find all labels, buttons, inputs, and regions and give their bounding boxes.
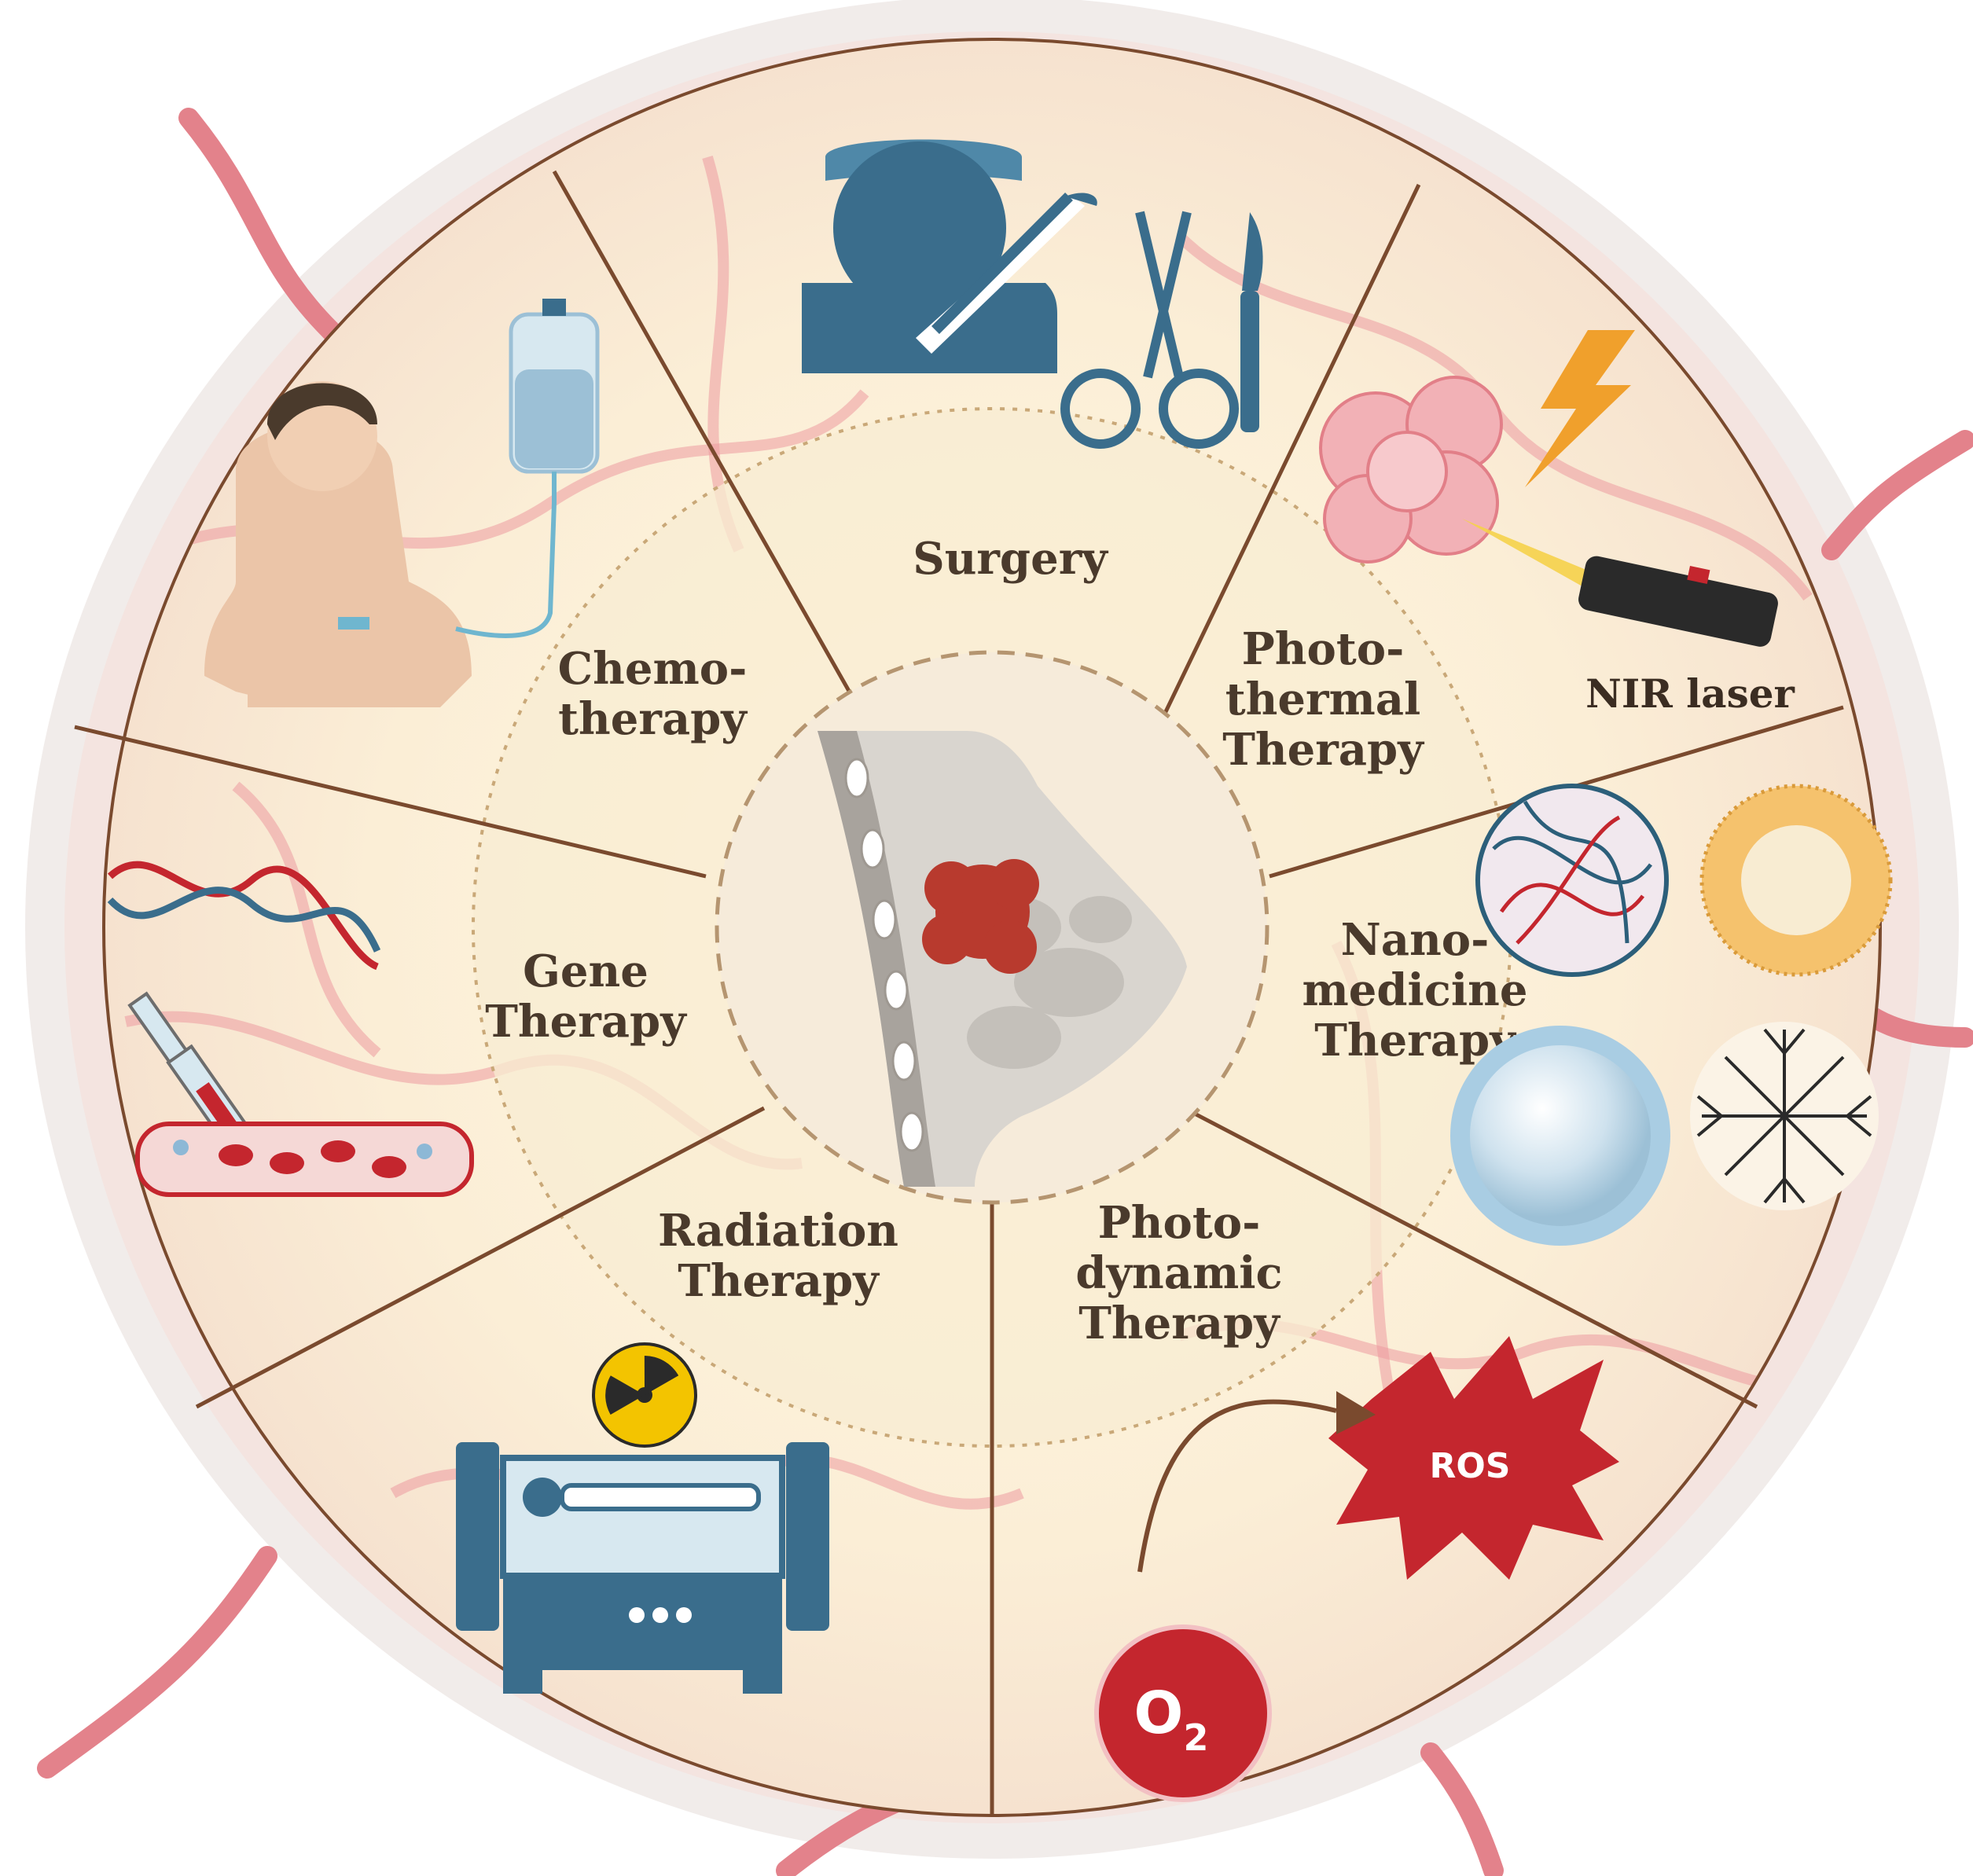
patient-icon (204, 381, 472, 707)
ros-label: ROS (1430, 1446, 1511, 1486)
oxygen-icon: O2 (1094, 1625, 1272, 1802)
label-photothermal-line: thermal (1225, 674, 1421, 725)
label-photothermal-line: Therapy (1222, 724, 1424, 776)
label-radiation-line: Radiation (658, 1205, 898, 1257)
segment-dividers (74, 170, 1844, 1815)
scissors-icon (1060, 211, 1239, 449)
surgeon-icon (802, 139, 1097, 373)
polymer-nanoparticle-icon (1475, 784, 1669, 977)
syringe-icon (127, 991, 285, 1173)
svg-text:O2: O2 (1134, 1680, 1209, 1759)
dendrimer-icon (1690, 1022, 1879, 1210)
blood-vessel-icon (135, 1122, 474, 1197)
liposome-icon (1699, 784, 1893, 977)
label-photodynamic-line: Photo- (1098, 1197, 1261, 1249)
label-photothermal-line: Photo- (1242, 623, 1405, 675)
label-surgery: Surgery (913, 533, 1108, 585)
radiotherapy-machine-icon (456, 1442, 829, 1694)
label-chemotherapy-line: therapy (558, 693, 748, 745)
label-chemotherapy-line: Chemo- (558, 643, 748, 695)
label-photodynamic-line: Therapy (1078, 1298, 1280, 1349)
laser-pointer-icon (1462, 519, 1778, 647)
dna-icon (107, 861, 381, 971)
oxygen-subscript: 2 (1183, 1716, 1208, 1759)
label-radiation-line: Therapy (678, 1255, 880, 1307)
iv-bag-icon (455, 299, 600, 638)
label-nanomedicine-line: Nano- (1341, 914, 1490, 966)
label-chemotherapy: Chemo-therapy (558, 643, 748, 745)
tumor-cells-icon (1319, 376, 1503, 564)
nanosphere-icon (1450, 1026, 1670, 1246)
label-surgery-line: Surgery (913, 533, 1108, 585)
scalpel-icon (1240, 212, 1263, 432)
ros-burst: ROS (1328, 1336, 1619, 1580)
radiation-symbol-icon (592, 1342, 697, 1448)
label-photodynamic-line: dynamic (1075, 1247, 1282, 1299)
breast-tumor-icon (715, 650, 1269, 1205)
label-nanomedicine-line: medicine (1302, 964, 1527, 1016)
oxygen-symbol: O (1134, 1680, 1184, 1747)
label-gene-line: Gene (523, 945, 648, 997)
lightning-icon (1525, 330, 1635, 487)
label-nir-laser: NIR laser (1585, 670, 1795, 717)
label-gene-line: Therapy (485, 996, 687, 1048)
reaction-arrow-icon (1137, 1391, 1376, 1573)
